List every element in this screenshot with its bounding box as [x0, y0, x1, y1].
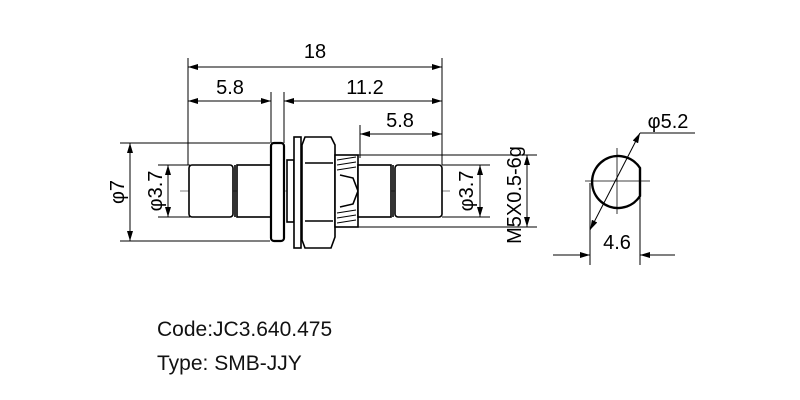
- dim-text-right-inner: φ3.7: [456, 171, 478, 212]
- dim-text-flange-dia: φ7: [107, 180, 129, 204]
- panel-hole-view: [553, 132, 695, 265]
- washer: [293, 136, 302, 249]
- dim-text-hole-flat: 4.6: [603, 232, 631, 254]
- dim-text-left-inner: φ3.7: [145, 171, 167, 212]
- flange: [269, 141, 286, 243]
- dim-text-left: 5.8: [216, 77, 244, 99]
- nut: [301, 136, 336, 249]
- code-label: Code:JC3.640.475: [157, 318, 333, 341]
- dim-text-overall: 18: [304, 41, 326, 63]
- connector-body: [188, 136, 443, 249]
- thread-hatch: [336, 156, 357, 224]
- dim-text-thread: M5X0.5-6g: [504, 146, 526, 244]
- dim-text-right-connector: 5.8: [386, 110, 414, 132]
- type-label: Type: SMB-JJY: [157, 352, 302, 375]
- dim-text-hole-dia: φ5.2: [648, 111, 689, 133]
- dim-text-right: 11.2: [346, 77, 383, 99]
